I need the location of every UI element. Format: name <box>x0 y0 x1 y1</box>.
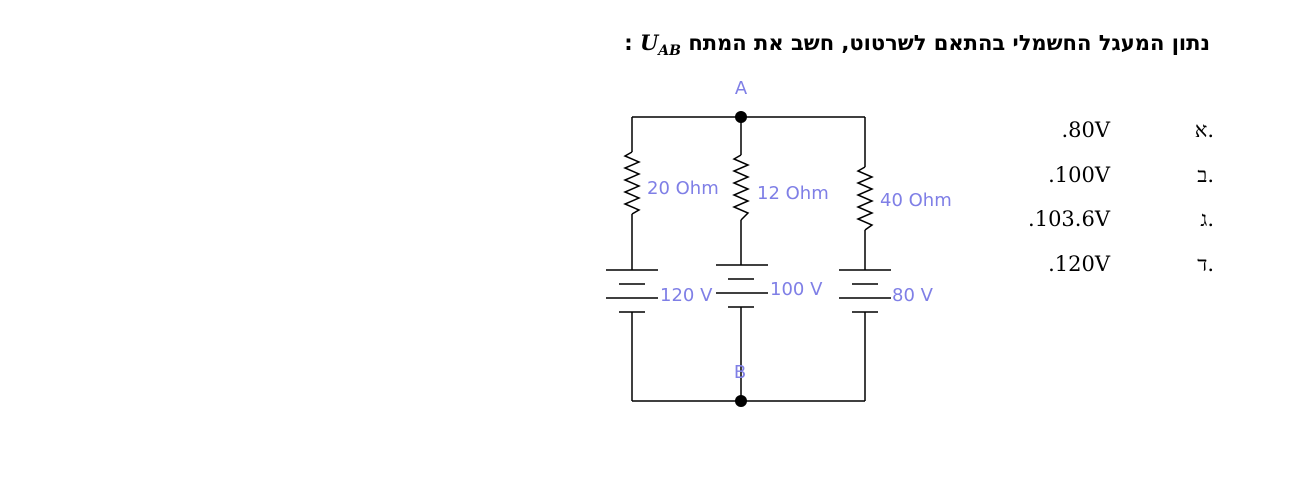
answer-value: .120V <box>1048 251 1110 276</box>
answer-value: .103.6V <box>1028 207 1110 231</box>
answer-letter: ב. <box>1197 162 1214 187</box>
battery-label-2: 100 V <box>770 279 823 300</box>
answer-list: .80V א. .100V ב. .103.6V ג. .120V ד. <box>1020 118 1214 296</box>
circuit-wires <box>606 116 891 402</box>
voltage-variable: UAB <box>639 30 681 59</box>
resistor-label-1: 20 Ohm <box>647 178 719 199</box>
question-text: נתון המעגל החשמלי בהתאם לשרטוט, חשב את ה… <box>624 30 1210 59</box>
resistor-40-ohm <box>856 166 874 231</box>
battery-label-3: 80 V <box>892 285 934 306</box>
answer-option[interactable]: .120V ד. <box>1020 252 1214 297</box>
node-a-label: A <box>735 78 748 99</box>
node-a-dot <box>735 111 747 123</box>
answer-letter: ד. <box>1197 251 1214 276</box>
answer-letter: א. <box>1194 118 1214 142</box>
answer-option[interactable]: .80V א. <box>1020 118 1214 163</box>
node-b-dot <box>735 395 747 407</box>
answer-option[interactable]: .103.6V ג. <box>1020 207 1214 252</box>
answer-value: .80V <box>1061 118 1110 142</box>
resistor-label-2: 12 Ohm <box>757 183 829 204</box>
voltage-variable-letter: U <box>639 30 659 55</box>
answer-value: .100V <box>1048 162 1110 187</box>
resistor-20-ohm <box>623 151 641 215</box>
question-suffix: : <box>624 31 633 55</box>
voltage-variable-subscript: AB <box>658 43 681 60</box>
battery-label-1: 120 V <box>660 285 713 306</box>
question-body: נתון המעגל החשמלי בהתאם לשרטוט, חשב את ה… <box>688 31 1210 55</box>
answer-option[interactable]: .100V ב. <box>1020 163 1214 208</box>
answer-letter: ג. <box>1200 207 1214 231</box>
resistor-label-3: 40 Ohm <box>880 190 952 211</box>
node-b-label: B <box>734 362 746 383</box>
resistor-12-ohm <box>732 154 750 221</box>
